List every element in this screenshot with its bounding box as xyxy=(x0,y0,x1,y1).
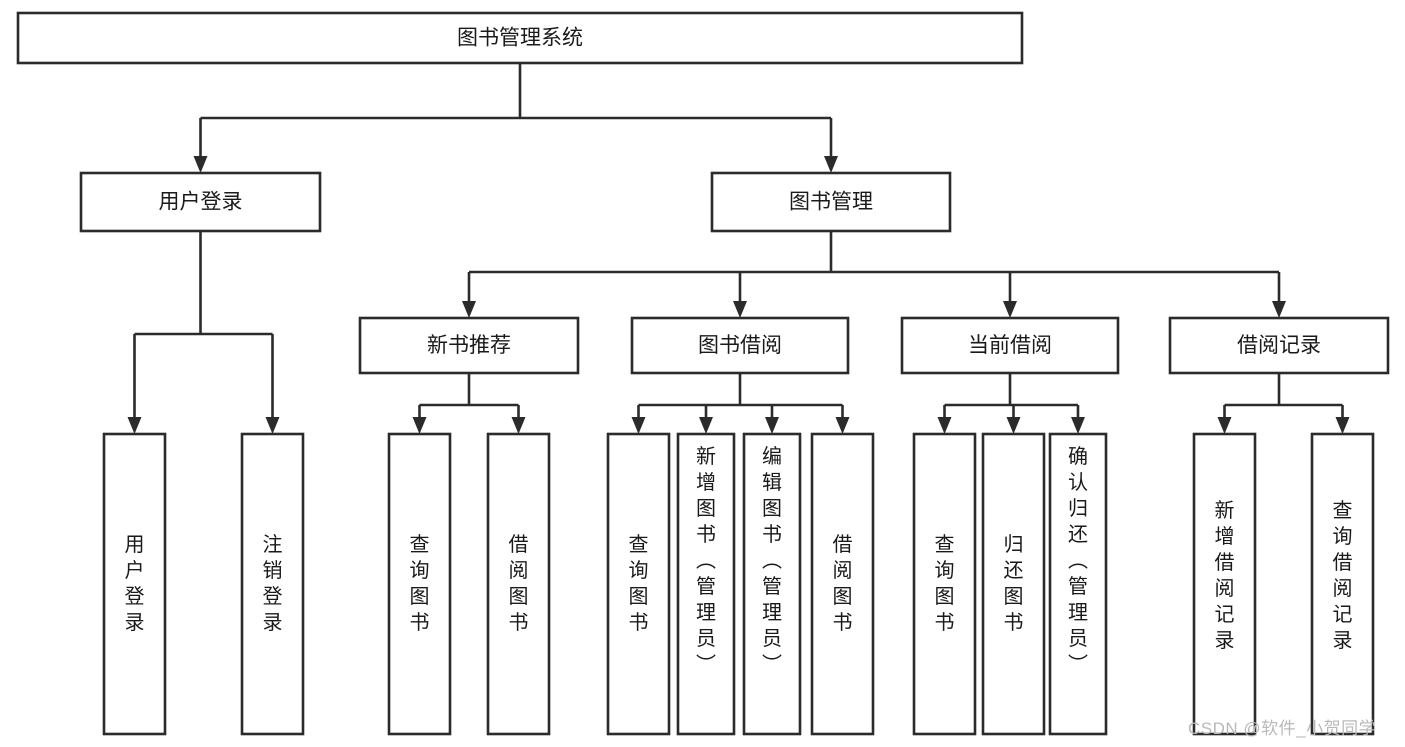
node-rect xyxy=(358,316,580,375)
node-root-library-management-system[interactable] xyxy=(16,11,1024,65)
node-level2-borrowing-records[interactable] xyxy=(1168,316,1390,375)
arrow-head-icon xyxy=(835,417,850,434)
node-rect xyxy=(387,432,452,736)
node-rect xyxy=(1048,432,1108,736)
arrow-head-icon xyxy=(824,156,838,173)
node-rect xyxy=(742,432,802,736)
node-leaf-user-login-0[interactable] xyxy=(102,432,167,736)
node-label: 新书推荐 xyxy=(427,334,511,357)
node-rect xyxy=(630,316,850,375)
node-leaf-confirm-return-admin-10[interactable] xyxy=(1048,432,1108,736)
node-rect xyxy=(16,11,1024,65)
arrow-head-icon xyxy=(265,417,280,434)
node-rect xyxy=(1310,432,1375,736)
arrow-head-icon xyxy=(631,417,646,434)
node-rect xyxy=(900,316,1120,375)
arrow-head-icon xyxy=(1003,301,1017,318)
arrow-head-icon xyxy=(127,417,142,434)
node-label: 用户登录 xyxy=(159,191,243,214)
node-rect xyxy=(710,171,952,233)
node-rect xyxy=(1168,316,1390,375)
node-leaf-query-borrow-record-12[interactable] xyxy=(1310,432,1375,736)
arrow-head-icon xyxy=(765,417,779,434)
arrow-head-icon xyxy=(1006,417,1021,434)
connector-layer xyxy=(127,63,1350,434)
node-leaf-add-book-admin-5[interactable] xyxy=(676,432,736,736)
arrow-head-icon xyxy=(1071,417,1085,434)
node-level2-book-borrowing[interactable] xyxy=(630,316,850,375)
node-label: 借阅记录 xyxy=(1237,334,1321,357)
node-rect xyxy=(912,432,977,736)
node-level1-user-login[interactable] xyxy=(79,171,322,233)
arrow-head-icon xyxy=(937,417,952,434)
node-level2-current-borrowing[interactable] xyxy=(900,316,1120,375)
node-rect xyxy=(102,432,167,736)
arrow-head-icon xyxy=(462,301,476,318)
node-leaf-logout-1[interactable] xyxy=(240,432,305,736)
node-label: 图书管理系统 xyxy=(457,27,583,50)
node-rect xyxy=(606,432,671,736)
node-leaf-return-books-9[interactable] xyxy=(981,432,1046,736)
node-leaf-add-borrow-record-11[interactable] xyxy=(1192,432,1257,736)
arrow-head-icon xyxy=(193,156,208,173)
arrow-head-icon xyxy=(511,417,526,434)
node-rect xyxy=(486,432,551,736)
node-leaf-query-books-4[interactable] xyxy=(606,432,671,736)
arrow-head-icon xyxy=(1217,417,1232,434)
arrow-head-icon xyxy=(1272,301,1286,318)
arrow-head-icon xyxy=(1335,417,1350,434)
arrow-head-icon xyxy=(412,417,427,434)
node-rect xyxy=(981,432,1046,736)
node-rect xyxy=(676,432,736,736)
node-leaf-borrow-books-7[interactable] xyxy=(810,432,875,736)
node-rect xyxy=(79,171,322,233)
node-leaf-edit-book-admin-6[interactable] xyxy=(742,432,802,736)
node-level2-new-book-recommendation[interactable] xyxy=(358,316,580,375)
node-leaf-borrow-books-3[interactable] xyxy=(486,432,551,736)
node-leaf-query-books-8[interactable] xyxy=(912,432,977,736)
node-label: 图书管理 xyxy=(789,191,873,214)
arrow-head-icon xyxy=(699,417,713,434)
arrow-head-icon xyxy=(733,301,747,318)
node-rect xyxy=(810,432,875,736)
node-label: 图书借阅 xyxy=(698,334,782,357)
node-leaf-query-books-2[interactable] xyxy=(387,432,452,736)
node-level1-book-management[interactable] xyxy=(710,171,952,233)
node-label: 当前借阅 xyxy=(968,334,1052,357)
node-rect xyxy=(240,432,305,736)
node-rect xyxy=(1192,432,1257,736)
